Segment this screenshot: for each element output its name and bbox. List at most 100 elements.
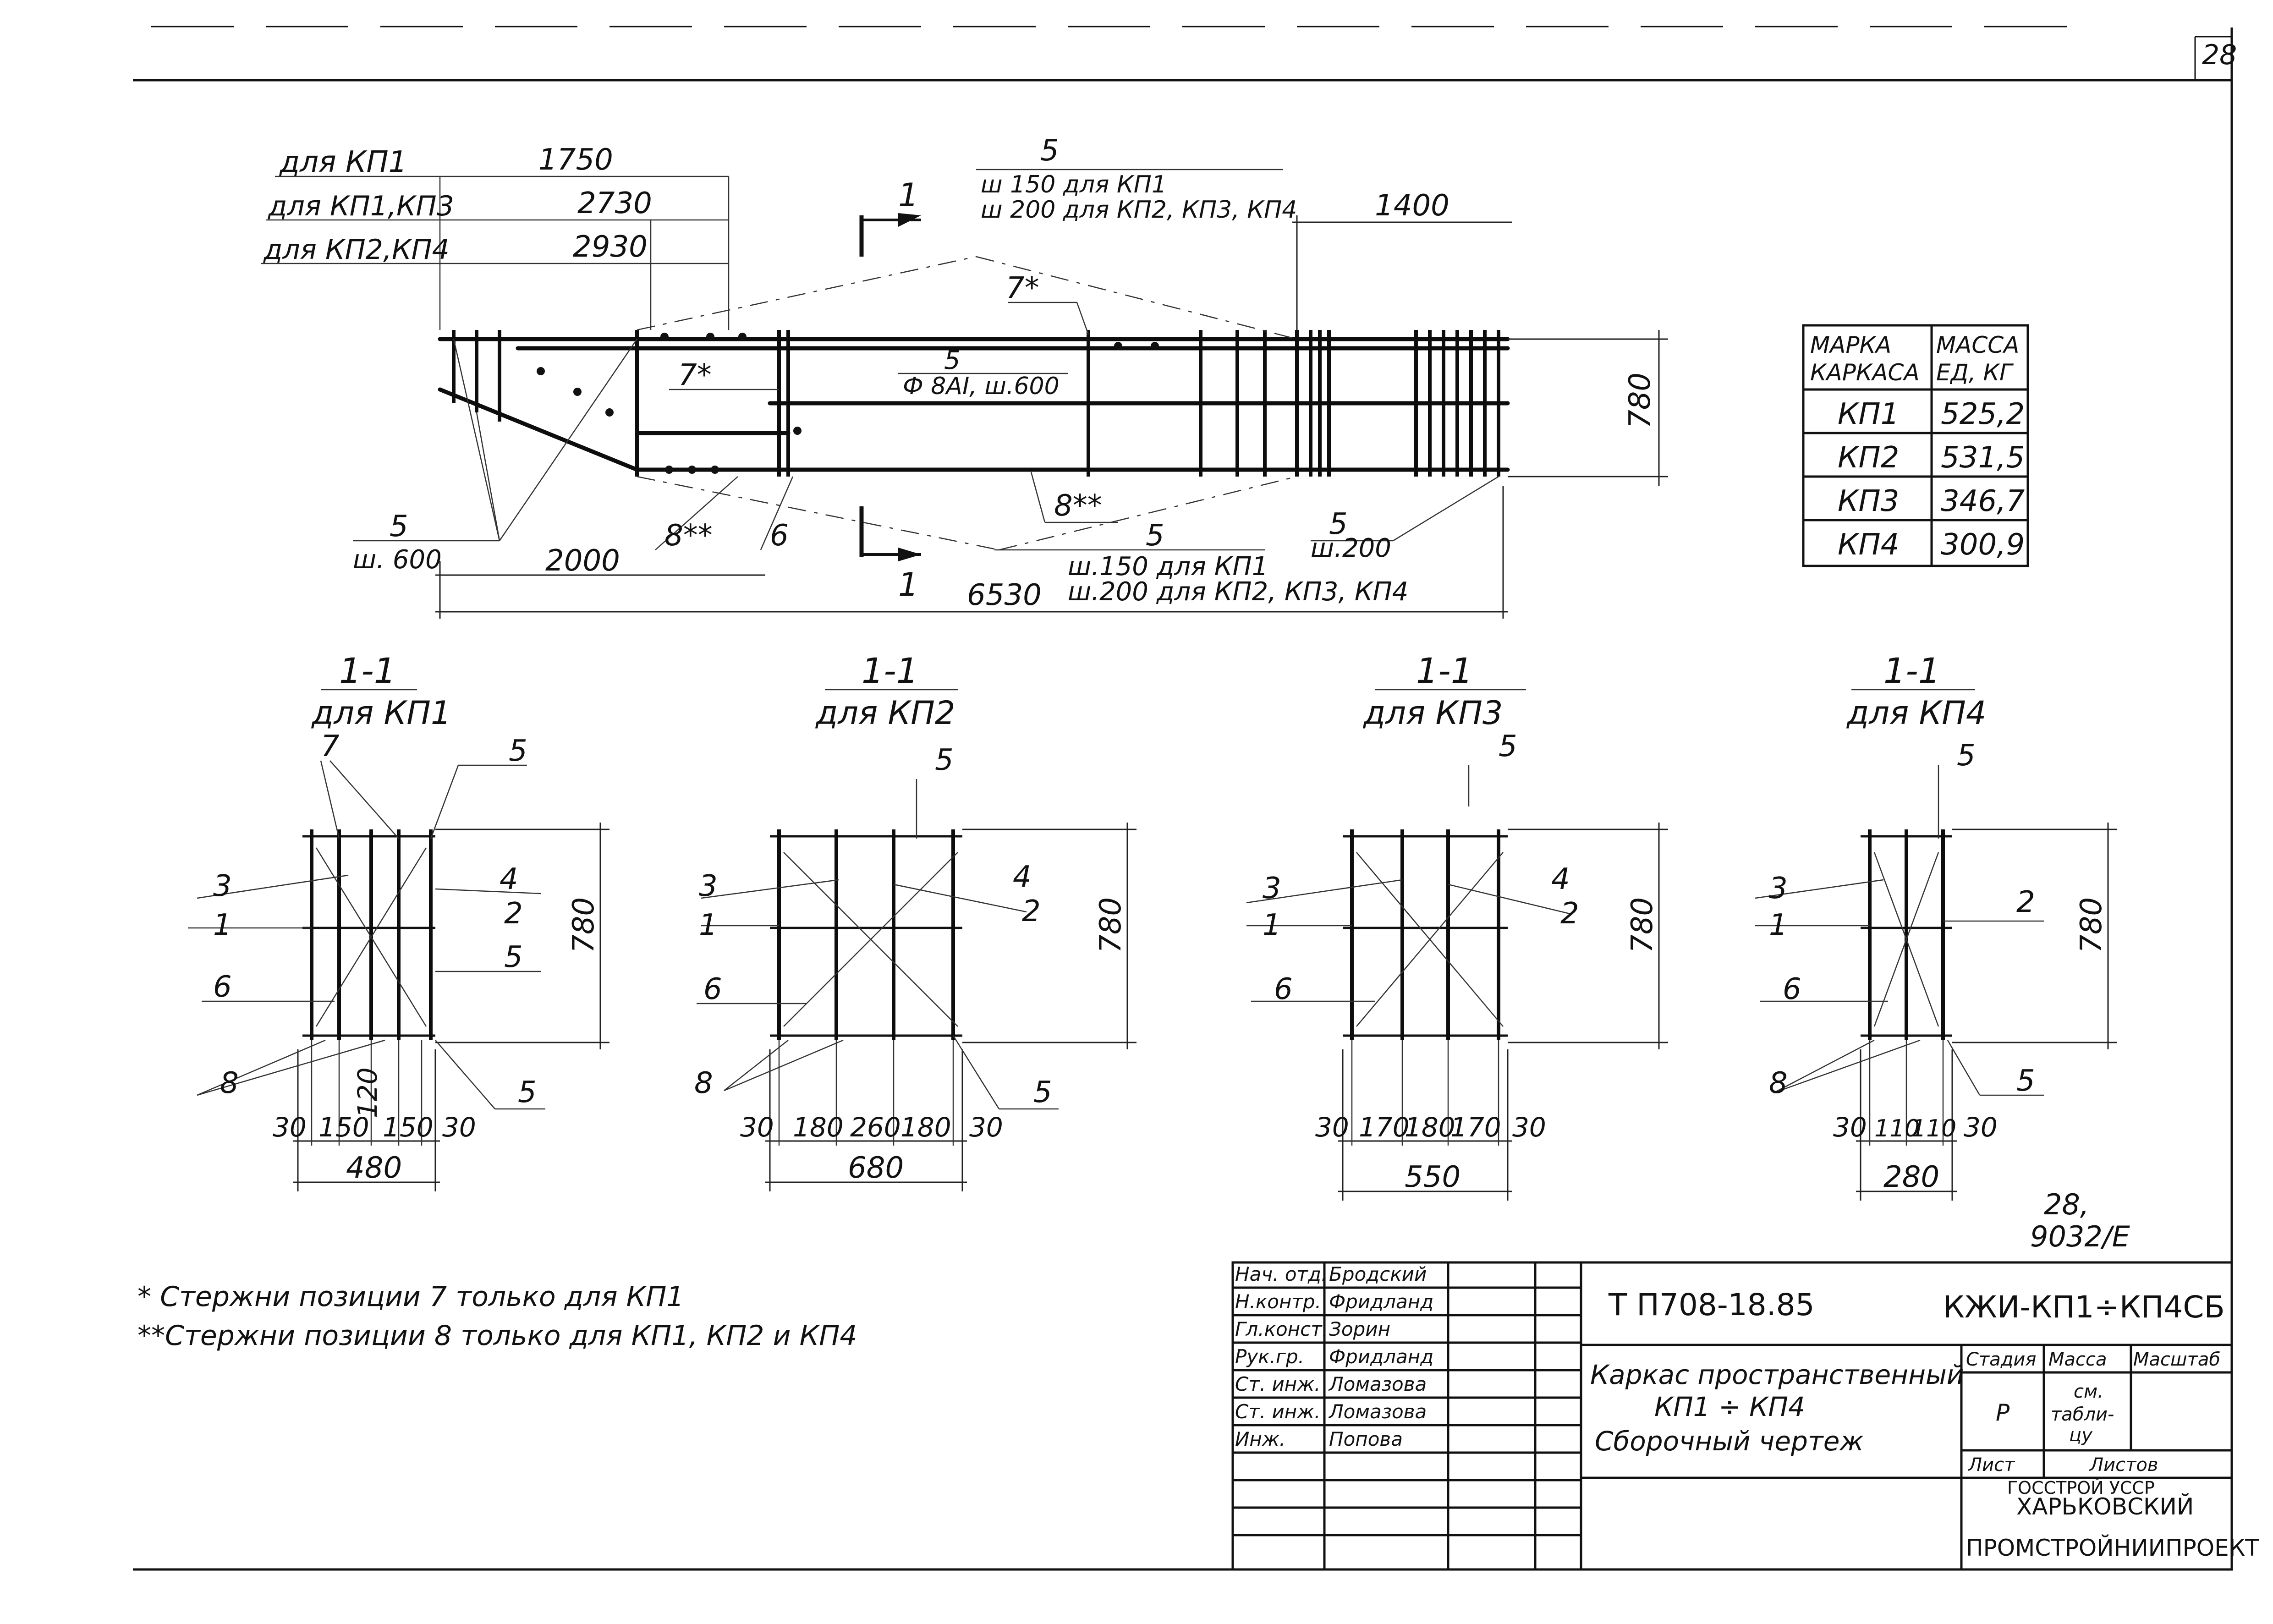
- center-rod-spec: Ф 8АI, ш.600: [903, 373, 1060, 400]
- section-kp3-label: 2: [1560, 897, 1579, 931]
- stage-label: Стадия: [1966, 1349, 2036, 1370]
- section-kp3-dim: 180: [1405, 1112, 1455, 1143]
- elevation-rebar-dots: [537, 333, 1159, 474]
- top-note-line-1: ш 150 для КП1: [981, 171, 1167, 198]
- mass-table-row-mass: 525,2: [1941, 397, 2025, 431]
- mass-value-line-1: см.: [2074, 1381, 2103, 1402]
- section-kp1-label: 5: [504, 940, 523, 974]
- section-kp3-title: 1-1: [1416, 650, 1473, 691]
- mass-table-header-mark-2: КАРКАСА: [1810, 359, 1920, 386]
- title-block-role: Рук.гр.: [1235, 1345, 1304, 1368]
- section-kp4-dim: 30: [1964, 1112, 1998, 1143]
- mass-table: [1802, 324, 2029, 567]
- section-kp4-dim: 110: [1874, 1115, 1920, 1142]
- section-kp1-title: 1-1: [339, 650, 396, 691]
- section-kp3-subtitle: для КП3: [1363, 694, 1503, 732]
- mass-table-row-mass: 300,9: [1941, 528, 2025, 562]
- mass-table-row-mass: 346,7: [1941, 484, 2025, 518]
- section-kp1-label: 1: [213, 908, 232, 942]
- drawing-title-line-1: Каркас пространственный: [1590, 1359, 1964, 1390]
- left-step: ш. 600: [353, 545, 442, 575]
- section-kp4-label: 2: [2016, 885, 2035, 919]
- section-kp1-label: 3: [213, 869, 232, 903]
- title-block: [1231, 1261, 2233, 1571]
- top-note-position: 5: [1040, 134, 1059, 168]
- mass-table-row-mark: КП3: [1838, 484, 1899, 518]
- drawing-title-line-2: КП1 ÷ КП4: [1654, 1391, 1805, 1422]
- section-kp2-dim: 180: [900, 1112, 951, 1143]
- dim-1400: 1400: [1375, 189, 1449, 223]
- section-kp1-label: 5: [509, 734, 527, 768]
- section-kp2-label: 5: [935, 743, 954, 777]
- mass-value-line-3: цу: [2069, 1425, 2093, 1446]
- section-kp4-label: 8: [1769, 1066, 1788, 1100]
- section-kp4-label: 1: [1769, 908, 1788, 942]
- section-kp4-dim: 110: [1911, 1115, 1956, 1142]
- section-kp1-label: 7: [321, 730, 340, 763]
- mass-table-row-mark: КП4: [1838, 528, 1899, 562]
- section-kp2-label: 5: [1033, 1075, 1052, 1109]
- elevation-height-780: 780: [1623, 373, 1657, 428]
- section-kp3-dim: 170: [1450, 1112, 1501, 1143]
- section-kp4: [1755, 689, 2117, 1201]
- org-line-1: ГОССТРОЙ УССР: [2007, 1478, 2155, 1498]
- center-position: 5: [944, 346, 961, 375]
- mass-table-row-mark: КП1: [1838, 397, 1899, 431]
- title-block-role: Инж.: [1235, 1428, 1285, 1450]
- section-kp1-dim: 120: [352, 1067, 383, 1118]
- position-6: 6: [770, 519, 789, 553]
- section-kp1-subtitle: для КП1: [311, 694, 451, 732]
- dim-2730: 2730: [577, 187, 652, 220]
- bottom-note-line-1: ш.150 для КП1: [1068, 552, 1268, 582]
- position-7-star-a: 7*: [1006, 271, 1039, 305]
- label-for-kp2-kp4: для КП2,КП4: [263, 234, 450, 266]
- section-kp1-label: 4: [500, 862, 518, 896]
- sheet-label: Лист: [1967, 1454, 2015, 1476]
- section-kp2-dim: 30: [740, 1112, 774, 1143]
- section-kp1-label: 2: [504, 897, 523, 931]
- title-block-name: Ломазова: [1328, 1400, 1427, 1423]
- org-line-2: ХАРЬКОВСКИЙ: [2016, 1493, 2194, 1520]
- section-kp3-label: 4: [1551, 862, 1570, 896]
- section-kp1-label: 6: [213, 970, 232, 1004]
- sheets-label: Листов: [2089, 1454, 2158, 1476]
- title-block-name: Попова: [1329, 1428, 1403, 1450]
- section-kp2-subtitle: для КП2: [815, 694, 955, 732]
- stamp-number: 28,: [2044, 1188, 2089, 1221]
- mass-table-row-mark: КП2: [1838, 441, 1899, 475]
- section-kp3-height: 780: [1625, 897, 1659, 953]
- section-kp2-label: 6: [703, 972, 722, 1006]
- section-kp1-width: 480: [346, 1151, 402, 1185]
- dim-2930: 2930: [573, 230, 648, 264]
- project-code: Т П708-18.85: [1608, 1287, 1815, 1322]
- title-block-role: Гл.конст.: [1235, 1318, 1328, 1340]
- section-kp2-title: 1-1: [862, 650, 918, 691]
- section-kp1-dim: 150: [383, 1112, 434, 1143]
- title-block-role: Н.контр.: [1235, 1290, 1321, 1313]
- label-for-kp1-kp3: для КП1,КП3: [268, 190, 454, 222]
- section-kp1: [188, 689, 609, 1191]
- section-kp1-dim: 30: [273, 1112, 307, 1143]
- section-kp2: [697, 689, 1136, 1191]
- section-kp4-label: 6: [1783, 972, 1801, 1006]
- section-kp4-width: 280: [1883, 1160, 1939, 1194]
- section-kp4-subtitle: для КП4: [1846, 694, 1986, 732]
- drawing-title-line-3: Сборочный чертеж: [1595, 1426, 1864, 1457]
- section-kp4-label: 5: [2016, 1064, 2035, 1098]
- section-kp3-label: 6: [1274, 972, 1293, 1006]
- elevation-view: [261, 176, 1668, 619]
- section-kp3-dim: 30: [1512, 1112, 1546, 1143]
- section-kp3-dim: 170: [1359, 1112, 1410, 1143]
- section-kp2-dim: 30: [969, 1112, 1003, 1143]
- mass-table-header-mark-1: МАРКА: [1810, 332, 1891, 358]
- section-kp2-width: 680: [848, 1151, 904, 1185]
- section-kp2-label: 1: [699, 908, 718, 942]
- stage-value: Р: [1996, 1399, 2010, 1426]
- title-block-name: Фридланд: [1329, 1345, 1433, 1368]
- mass-table-row-mass: 531,5: [1941, 441, 2025, 475]
- section-kp2-label: 3: [699, 869, 718, 903]
- section-kp3-width: 550: [1405, 1160, 1460, 1194]
- section-kp2-label: 4: [1013, 860, 1032, 894]
- mass-label: Масса: [2048, 1349, 2107, 1370]
